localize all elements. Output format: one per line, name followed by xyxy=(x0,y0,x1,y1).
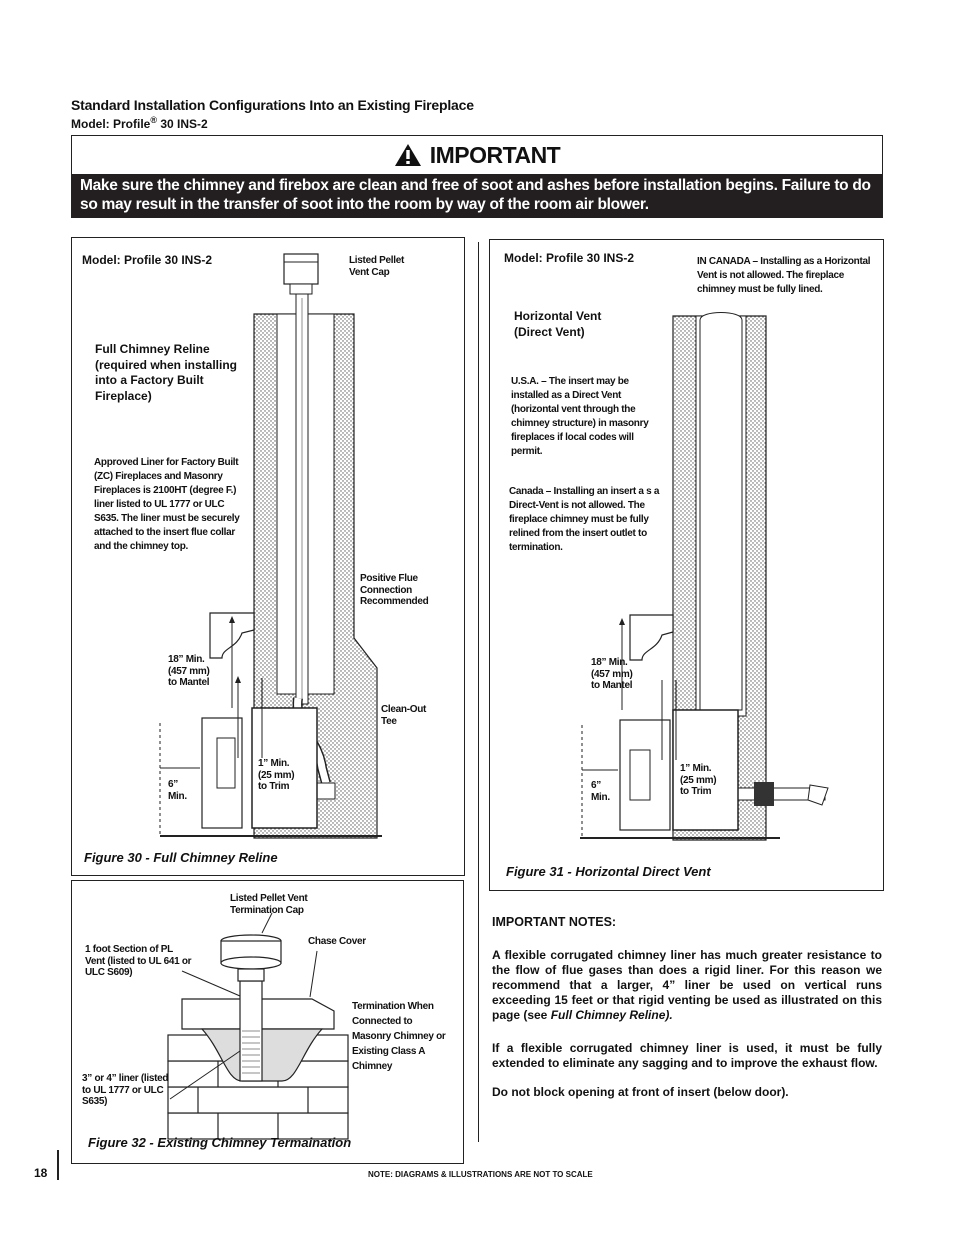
fig31-side-dimension: 6” Min. xyxy=(591,780,610,803)
figure-32: Listed Pellet Vent Termination Cap Chase… xyxy=(71,880,464,1164)
note-1-italic: Full Chimney Reline). xyxy=(550,1008,673,1022)
page-number: 18 xyxy=(34,1166,48,1180)
fig30-reline-label: Full Chimney Reline (required when insta… xyxy=(95,342,238,403)
fig32-cap-label: Listed Pellet Vent Termination Cap xyxy=(230,893,308,916)
fig32-termination-label: Termination When Connected to Masonry Ch… xyxy=(352,1001,446,1072)
important-box: IMPORTANT Make sure the chimney and fire… xyxy=(71,135,883,218)
fig30-trim-dimension: 1” Min. (25 mm) to Trim xyxy=(258,758,295,792)
fig30-side-dimension: 6” Min. xyxy=(168,779,187,802)
figure-30: Model: Profile 30 INS-2 Listed Pellet Ve… xyxy=(71,237,465,876)
fig31-trim-dimension: 1” Min. (25 mm) to Trim xyxy=(680,763,717,797)
fig32-liner-label: 3” or 4” liner (listed to UL 1777 or ULC… xyxy=(82,1073,169,1107)
horizontal-direct-vent-diagram xyxy=(580,312,829,841)
important-heading: IMPORTANT xyxy=(72,136,882,174)
fig30-clean-out-label: Clean-Out Tee xyxy=(381,704,427,727)
page-title: Standard Installation Configurations Int… xyxy=(71,97,474,113)
chimney-termination-diagram xyxy=(167,912,349,1140)
note-paragraph-2: If a flexible corrugated chimney liner i… xyxy=(492,1041,882,1070)
fig32-caption: Figure 32 - Existing Chimney Termainatio… xyxy=(88,1135,352,1150)
fig30-liner-note: Approved Liner for Factory Built (ZC) Fi… xyxy=(94,457,240,552)
model-prefix: Model: Profile xyxy=(71,117,151,131)
fig31-canada-note: Canada – Installing an insert a s a Dire… xyxy=(509,486,660,553)
important-text: Make sure the chimney and firebox are cl… xyxy=(72,174,882,218)
note-1-text: A flexible corrugated chimney liner has … xyxy=(492,948,882,1022)
fig31-usa-note: U.S.A. – The insert may be installed as … xyxy=(511,376,649,457)
fig30-mantel-dimension: 18” Min. (457 mm) to Mantel xyxy=(168,654,210,688)
figure-31: Model: Profile 30 INS-2 IN CANADA – Inst… xyxy=(489,239,884,891)
fig31-canada-top-note: IN CANADA – Installing as a Horizontal V… xyxy=(697,256,871,295)
note-paragraph-3: Do not block opening at front of insert … xyxy=(492,1085,789,1099)
note-paragraph-1: A flexible corrugated chimney liner has … xyxy=(492,948,882,1023)
fig30-caption: Figure 30 - Full Chimney Reline xyxy=(84,850,278,865)
fig30-vent-cap-label: Listed Pellet Vent Cap xyxy=(349,255,405,278)
fig30-model: Model: Profile 30 INS-2 xyxy=(82,253,213,267)
fig31-mantel-dimension: 18” Min. (457 mm) to Mantel xyxy=(591,657,633,691)
fig32-section-label: 1 foot Section of PL Vent (listed to UL … xyxy=(85,944,192,978)
model-suffix: 30 INS-2 xyxy=(156,117,208,131)
model-subtitle: Model: Profile® 30 INS-2 xyxy=(71,115,208,131)
warning-triangle-icon xyxy=(394,144,421,166)
fig32-chase-label: Chase Cover xyxy=(308,936,366,947)
notes-title: IMPORTANT NOTES: xyxy=(492,915,617,929)
fig31-caption: Figure 31 - Horizontal Direct Vent xyxy=(506,864,711,879)
fig31-horizontal-vent-label: Horizontal Vent (Direct Vent) xyxy=(514,309,602,339)
full-chimney-reline-diagram xyxy=(159,253,382,839)
fig31-model: Model: Profile 30 INS-2 xyxy=(504,251,635,265)
important-label: IMPORTANT xyxy=(429,141,561,168)
footer-note: NOTE: DIAGRAMS & ILLUSTRATIONS ARE NOT T… xyxy=(368,1170,593,1179)
column-divider xyxy=(478,242,479,1142)
fig30-positive-flue-label: Positive Flue Connection Recommended xyxy=(360,573,429,607)
registered-mark: ® xyxy=(150,115,157,125)
footer-divider xyxy=(57,1150,59,1180)
